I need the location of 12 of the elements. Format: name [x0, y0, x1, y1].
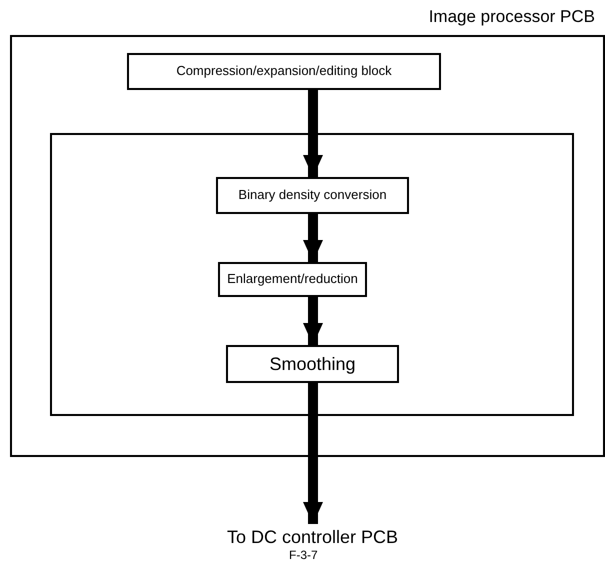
arrow [303, 297, 323, 345]
board-label: Image processor PCB [428, 6, 595, 28]
figure-caption: F-3-7 [289, 548, 318, 563]
arrow [303, 383, 323, 524]
process-box: Binary density conversion [216, 177, 409, 214]
block-outline [50, 133, 574, 416]
process-box: Enlargement/reduction [218, 262, 367, 297]
arrow [303, 90, 323, 177]
process-box: Compression/expansion/editing block [127, 53, 441, 90]
process-box: Smoothing [226, 345, 399, 383]
arrow [303, 214, 323, 262]
output-label: To DC controller PCB [200, 524, 425, 550]
